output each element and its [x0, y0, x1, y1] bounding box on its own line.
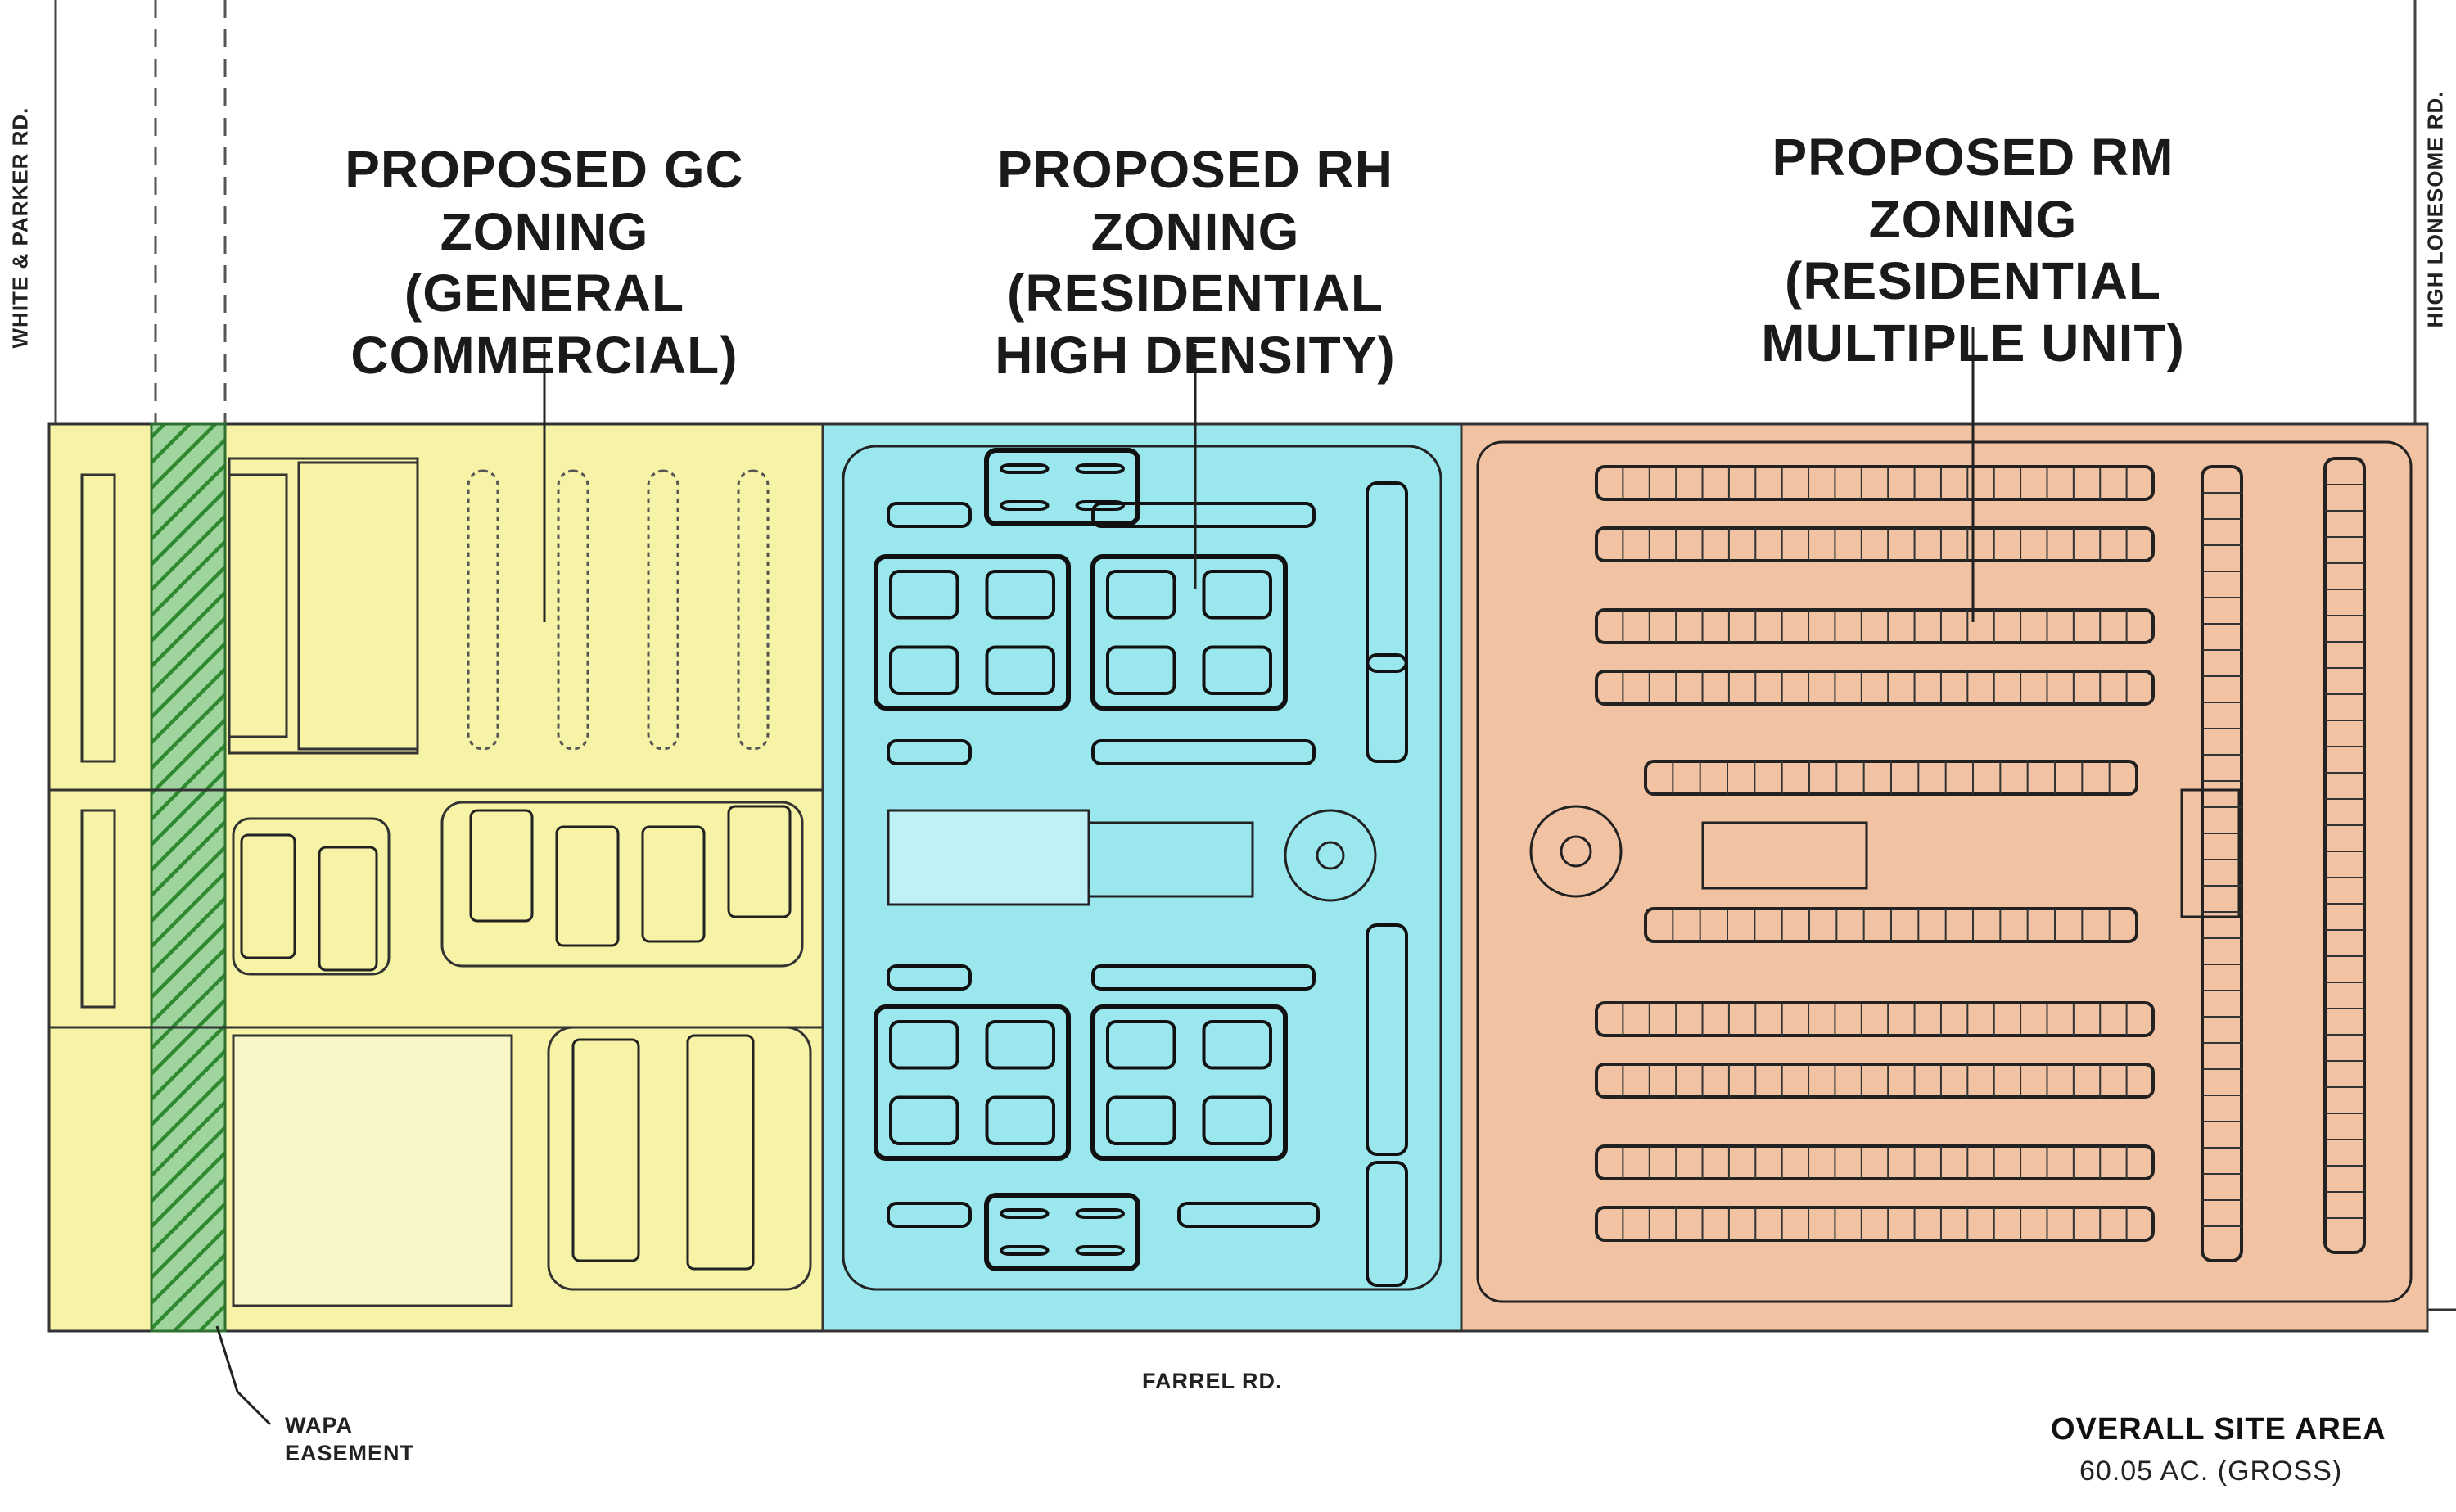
easement-leader-line: [215, 1325, 272, 1426]
west-road-label: WHITE & PARKER RD.: [7, 106, 33, 349]
rh-building-strip: [1366, 481, 1408, 673]
rh-zone-layout: [842, 445, 1442, 1291]
rm-townhome-column: [2201, 465, 2243, 1262]
wapa-easement-strip: [150, 422, 227, 1333]
rh-building-strip: [887, 964, 972, 991]
rm-townhome-row: [1595, 1206, 2155, 1242]
pad-building: [686, 1034, 755, 1271]
pad-building: [469, 809, 534, 923]
rh-building-cluster: [874, 554, 1071, 711]
rh-building-strip: [1366, 653, 1408, 763]
gc-zone-label: PROPOSED GC ZONING (GENERAL COMMERCIAL): [345, 140, 744, 385]
rh-building-cluster: [1090, 554, 1288, 711]
rh-building-strip: [887, 739, 972, 765]
rh-building-strip: [1177, 1202, 1320, 1228]
rm-townhome-column: [2323, 457, 2366, 1254]
rm-townhome-row: [1595, 1001, 2155, 1037]
rh-building-strip: [1091, 739, 1316, 765]
pad-building: [571, 1038, 640, 1262]
rh-zone-label: PROPOSED RH ZONING (RESIDENTIAL HIGH DEN…: [995, 140, 1396, 385]
rm-townhome-row: [1595, 670, 2155, 706]
south-road-label: FARREL RD.: [1142, 1369, 1283, 1393]
parking-row: [467, 469, 499, 751]
rm-zone-layout: [1476, 440, 2413, 1303]
rh-building-strip: [887, 502, 972, 528]
pad-building: [318, 846, 378, 972]
rm-townhome-row: [1595, 1144, 2155, 1180]
east-road-label: HIGH LONESOME RD.: [2422, 90, 2448, 328]
rm-townhome-row: [1595, 526, 2155, 562]
rh-building-strip: [887, 1202, 972, 1228]
rh-building-cluster: [984, 1193, 1140, 1271]
gc-zone-layout: [49, 457, 823, 1307]
rh-building-strip: [1091, 502, 1316, 528]
site-area-title: OVERALL SITE AREA: [2051, 1412, 2386, 1447]
site-area-value: 60.05 AC. (GROSS): [2079, 1456, 2343, 1487]
rm-townhome-row: [1644, 760, 2138, 796]
rh-building-strip: [1091, 964, 1316, 991]
easement-label: WAPA EASEMENT: [285, 1413, 415, 1465]
parking-row: [557, 469, 589, 751]
rm-townhome-row: [1595, 1063, 2155, 1099]
pad-building: [641, 825, 706, 943]
pad-building: [240, 833, 296, 959]
rh-building-cluster: [984, 448, 1140, 526]
rm-townhome-rows: [1595, 457, 2366, 1262]
rm-townhome-row: [1595, 608, 2155, 644]
pad-building: [555, 825, 620, 947]
rh-building-cluster: [874, 1004, 1071, 1161]
pad-building: [727, 805, 792, 918]
rm-zone-label: PROPOSED RM ZONING (RESIDENTIAL MULTIPLE…: [1761, 128, 2185, 372]
rh-building-strip: [1366, 923, 1408, 1156]
parking-row: [737, 469, 770, 751]
rh-building-clusters: [874, 448, 1408, 1287]
parking-row: [647, 469, 679, 751]
gc-parking-rows: [467, 469, 770, 751]
gc-pad-buildings: [240, 805, 792, 1271]
rh-building-cluster: [1090, 1004, 1288, 1161]
rm-townhome-row: [1595, 465, 2155, 501]
rm-townhome-row: [1644, 907, 2138, 943]
rh-building-strip: [1366, 1161, 1408, 1287]
